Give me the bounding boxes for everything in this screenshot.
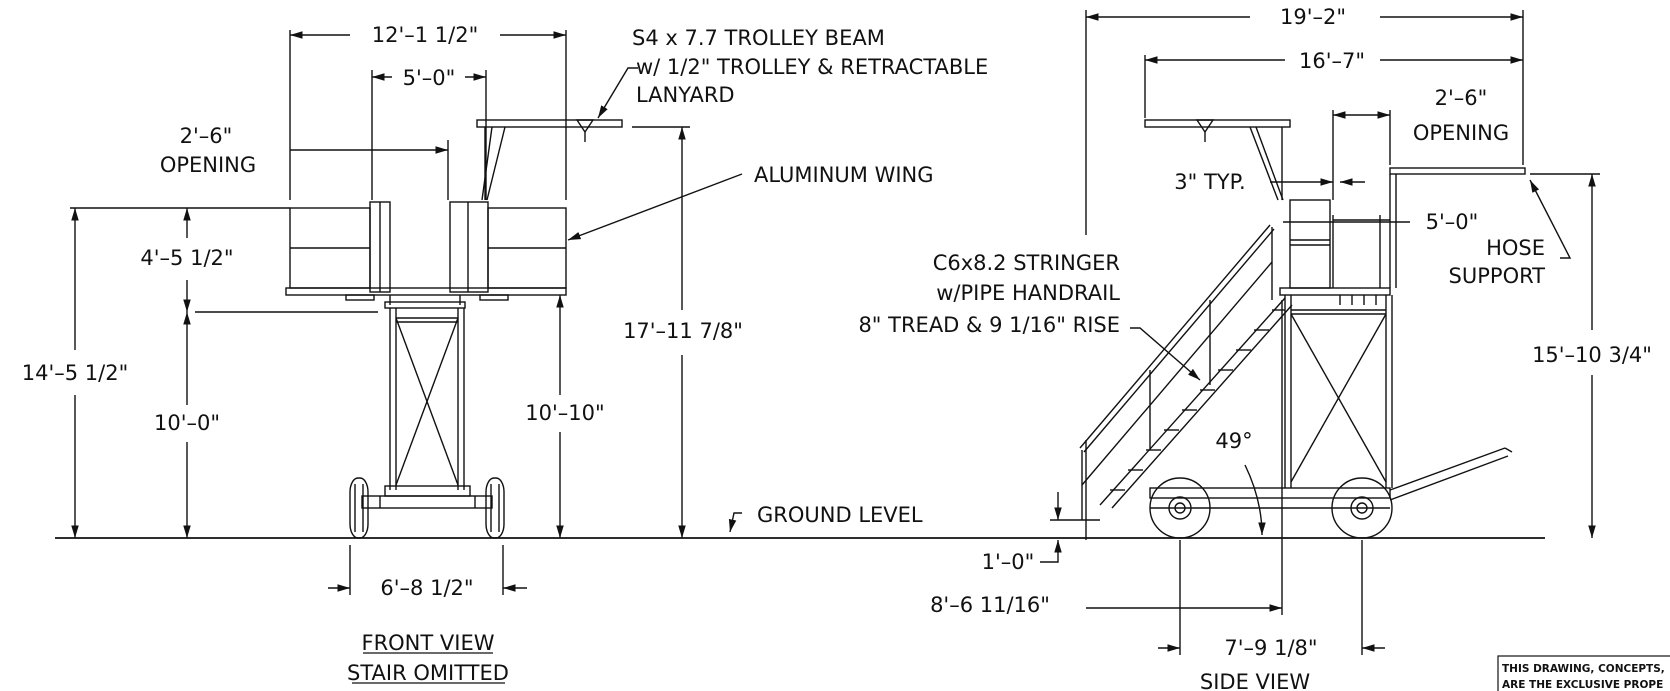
right-wheel — [485, 477, 505, 539]
side-overall-length-dim: 19'–2" — [1280, 5, 1346, 29]
side-opening-dim: 2'–6" — [1435, 86, 1488, 110]
side-front-wheel — [1149, 477, 1211, 539]
front-overall-width-dim: 12'–1 1/2" — [372, 23, 479, 47]
front-center-width-dim: 5'–0" — [403, 66, 456, 90]
front-view-title: FRONT VIEW — [361, 631, 494, 655]
side-rear-wheel — [1331, 477, 1393, 539]
side-wheelbase-dim: 7'–9 1/8" — [1224, 636, 1317, 660]
side-view-title: SIDE VIEW — [1200, 670, 1310, 691]
front-view-dimensions — [70, 30, 690, 595]
disclaimer-line1: THIS DRAWING, CONCEPTS, — [1502, 663, 1665, 675]
stringer-note-line1: C6x8.2 STRINGER — [933, 251, 1120, 275]
front-overall-height-dim: 14'–5 1/2" — [22, 361, 129, 385]
ground-leader — [728, 512, 742, 533]
disclaimer-box — [1497, 655, 1670, 691]
stringer-note-line2: w/PIPE HANDRAIL — [936, 281, 1120, 305]
hose-leader — [1529, 179, 1572, 259]
trolley-icon — [575, 119, 595, 134]
front-view-subtitle: STAIR OMITTED — [347, 661, 509, 685]
front-beam-height-dim: 17'–11 7/8" — [623, 319, 743, 343]
front-deck-height-dim: 10'–10" — [525, 401, 604, 425]
side-platform-width-dim: 5'–0" — [1426, 210, 1479, 234]
hose-note-line2: SUPPORT — [1449, 264, 1546, 288]
ground-note: GROUND LEVEL — [757, 503, 923, 527]
trolley-note-line2: w/ 1/2" TROLLEY & RETRACTABLE — [636, 55, 988, 79]
side-overall-height-dim: 15'–10 3/4" — [1532, 343, 1652, 367]
front-opening-dim: 2'–6" — [180, 124, 233, 148]
stair-treads — [1110, 309, 1285, 491]
front-view-structure — [285, 119, 623, 539]
side-opening-label: OPENING — [1413, 121, 1509, 145]
hose-note-line1: HOSE — [1486, 236, 1545, 260]
stringer-leader — [1130, 327, 1201, 381]
side-angle-dim: 49° — [1215, 429, 1252, 453]
front-lower-height-dim: 10'–0" — [154, 411, 220, 435]
front-wheel-track-dim: 6'–8 1/2" — [380, 576, 473, 600]
side-view-dimensions — [1040, 10, 1600, 655]
side-stair-run-dim: 8'–6 11/16" — [930, 593, 1050, 617]
side-step-height-dim: 1'–0" — [982, 550, 1035, 574]
disclaimer-line2: ARE THE EXCLUSIVE PROPE — [1502, 679, 1663, 691]
wing-leader — [567, 173, 743, 241]
trolley-leader — [597, 67, 638, 119]
side-typ-dim: 3" TYP. — [1174, 170, 1245, 194]
side-trolley-icon — [1195, 119, 1215, 134]
left-wheel — [349, 477, 369, 539]
wing-note: ALUMINUM WING — [754, 163, 934, 187]
stringer-note-line3: 8" TREAD & 9 1/16" RISE — [858, 313, 1120, 337]
trolley-note-line3: LANYARD — [636, 83, 735, 107]
side-beam-length-dim: 16'–7" — [1299, 49, 1365, 73]
side-view-structure — [1079, 119, 1526, 539]
front-wing-height-dim: 4'–5 1/2" — [140, 246, 233, 270]
trolley-note-line1: S4 x 7.7 TROLLEY BEAM — [632, 26, 885, 50]
front-opening-label: OPENING — [160, 153, 256, 177]
